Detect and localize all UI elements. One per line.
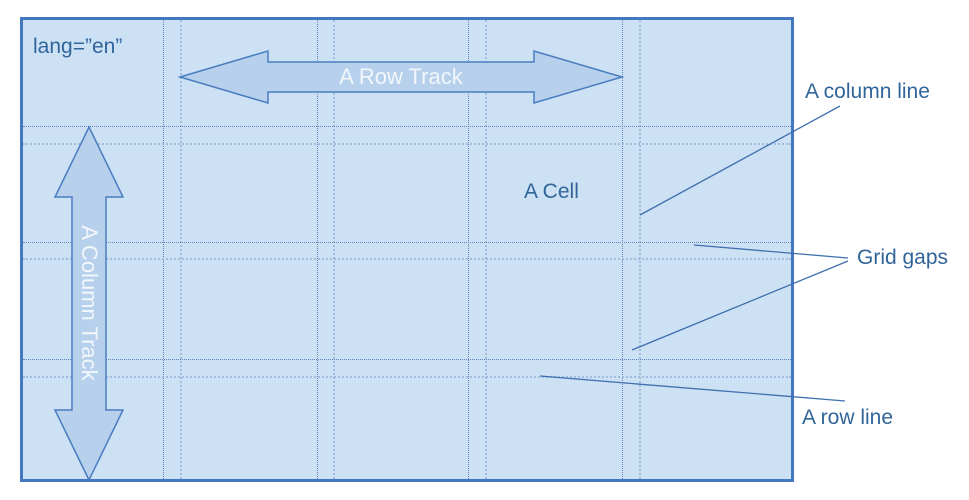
grid-gap-column-line xyxy=(180,20,182,479)
grid-gap-column-line xyxy=(639,20,641,479)
grid-gaps-annotation: Grid gaps xyxy=(857,246,949,269)
grid-gap-column-line xyxy=(622,20,623,479)
lang-attribute-label: lang=”en” xyxy=(33,35,123,58)
cell-label: A Cell xyxy=(524,180,579,203)
grid-gap-row-line xyxy=(23,126,791,127)
grid-gap-row-line xyxy=(23,143,791,145)
grid-gap-row-line xyxy=(23,242,791,243)
grid-gap-column-line xyxy=(333,20,335,479)
grid-gap-row-line xyxy=(23,359,791,360)
column-track-label: A Column Track xyxy=(77,225,102,381)
column-line-annotation: A column line xyxy=(805,80,930,103)
grid-gap-column-line xyxy=(317,20,318,479)
row-line-annotation: A row line xyxy=(802,406,894,429)
grid-gap-row-line xyxy=(23,258,791,260)
grid-gap-column-line xyxy=(485,20,487,479)
grid-gap-column-line xyxy=(163,20,164,479)
grid-gap-row-line xyxy=(23,376,791,378)
grid-gap-column-line xyxy=(468,20,469,479)
row-track-label: A Row Track xyxy=(339,64,463,89)
